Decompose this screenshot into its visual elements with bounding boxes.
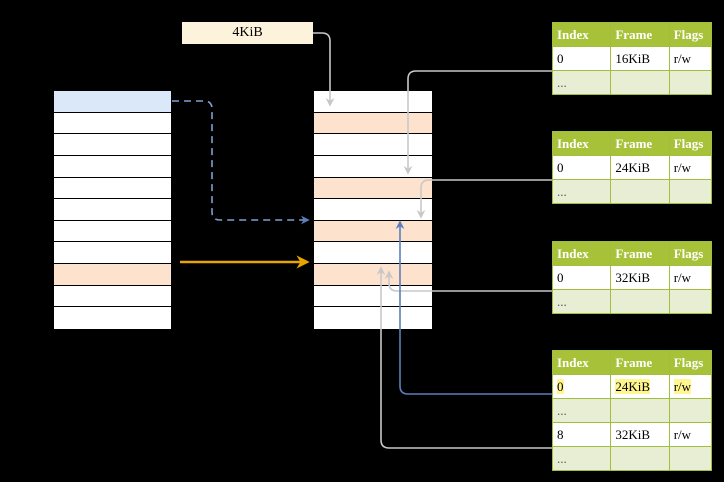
virtual-page-cell	[54, 242, 171, 264]
column-header-flags: Flags	[668, 22, 713, 47]
highlighted-value: r/w	[673, 378, 692, 394]
physical-frame-cell	[314, 134, 432, 156]
cell-index: 0	[551, 46, 612, 71]
virtual-address-space-column	[53, 90, 172, 330]
virtual-page-cell	[54, 307, 171, 329]
cell-flags: r/w	[668, 155, 713, 180]
column-header-frame: Frame	[610, 350, 670, 375]
cell-flags	[668, 70, 713, 95]
cell-flags	[668, 398, 713, 423]
physical-frame-cell	[314, 91, 432, 113]
column-header-index: Index	[551, 241, 612, 266]
column-header-flags: Flags	[668, 350, 713, 375]
cell-index: 0	[551, 374, 612, 399]
physical-frame-cell	[314, 285, 432, 308]
physical-frame-cell	[314, 199, 432, 221]
column-header-flags: Flags	[668, 241, 713, 266]
column-header-flags: Flags	[668, 131, 713, 156]
cell-index: 8	[551, 422, 612, 447]
cell-index: 0	[551, 155, 612, 180]
highlighted-value: 24KiB	[615, 378, 651, 394]
virtual-page-cell	[54, 134, 171, 156]
cell-frame: 32KiB	[610, 422, 670, 447]
column-header-frame: Frame	[610, 131, 670, 156]
cell-frame	[610, 289, 670, 314]
cell-frame: 16KiB	[610, 46, 670, 71]
physical-frame-cell	[314, 177, 432, 200]
cell-flags: r/w	[668, 265, 713, 290]
cell-frame	[610, 70, 670, 95]
arrow-table2-to-frame	[416, 179, 552, 219]
column-header-frame: Frame	[610, 241, 670, 266]
column-header-index: Index	[551, 131, 612, 156]
column-header-index: Index	[551, 350, 612, 375]
cell-index: ...	[551, 70, 612, 95]
virtual-page-cell	[54, 112, 171, 135]
page-size-label: 4KiB	[182, 22, 313, 44]
page-size-label-text: 4KiB	[232, 25, 263, 40]
highlighted-value: 0	[557, 378, 564, 394]
physical-frame-cell	[314, 307, 432, 329]
virtual-page-cell	[54, 177, 171, 200]
cell-flags	[668, 446, 713, 471]
cell-frame: 24KiB	[610, 374, 670, 399]
virtual-page-cell	[54, 155, 171, 178]
cell-index: ...	[551, 289, 612, 314]
cell-flags: r/w	[668, 46, 713, 71]
table-row: 0 24KiB r/w	[551, 374, 713, 399]
cell-index: ...	[551, 446, 612, 471]
table-row-ellipsis: ...	[551, 289, 713, 314]
physical-frame-cell	[314, 242, 432, 264]
table-row-ellipsis: ...	[551, 446, 713, 471]
table-row-ellipsis: ...	[551, 70, 713, 95]
cell-frame	[610, 179, 670, 204]
cell-frame: 32KiB	[610, 265, 670, 290]
virtual-page-cell	[54, 285, 171, 308]
virtual-page-cell	[54, 91, 171, 113]
cell-flags	[668, 179, 713, 204]
virtual-page-cell	[54, 220, 171, 243]
cell-index: ...	[551, 179, 612, 204]
physical-frame-cell	[314, 264, 432, 286]
cell-index: 0	[551, 265, 612, 290]
cell-frame: 24KiB	[610, 155, 670, 180]
column-header-index: Index	[551, 22, 612, 47]
cell-flags: r/w	[668, 422, 713, 447]
table-row-ellipsis: ...	[551, 179, 713, 204]
cell-frame	[610, 446, 670, 471]
physical-memory-column	[313, 90, 433, 330]
cell-frame	[610, 398, 670, 423]
physical-frame-cell	[314, 112, 432, 135]
cell-flags	[668, 289, 713, 314]
physical-frame-cell	[314, 220, 432, 243]
column-header-frame: Frame	[610, 22, 670, 47]
virtual-page-cell	[54, 199, 171, 221]
table-row-ellipsis: ...	[551, 398, 713, 423]
cell-flags: r/w	[668, 374, 713, 399]
arrow-virtual-page-to-frame	[172, 100, 310, 225]
virtual-page-cell	[54, 264, 171, 286]
physical-frame-cell	[314, 155, 432, 178]
cell-index: ...	[551, 398, 612, 423]
